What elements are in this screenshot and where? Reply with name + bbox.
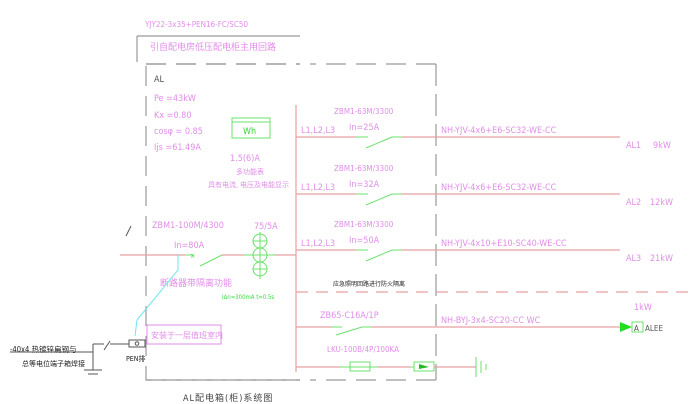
meter-label: Wh <box>243 127 256 137</box>
circuit-1-rating: In=25A <box>349 123 380 133</box>
incoming-source-note: 引自配电房低压配电柜主用回路 <box>150 41 276 53</box>
circuit-1-phases: L1,L2,L3 <box>301 126 335 136</box>
circuit-3-id: AL3 <box>626 254 641 264</box>
circuit-1-id: AL1 <box>626 141 641 151</box>
spd-circuit: LKU-100B/4P/100KA <box>296 345 487 377</box>
main-breaker-blade <box>199 254 223 267</box>
circuit-2-load: 12kW <box>650 198 673 208</box>
circuit-1-load: 9kW <box>653 141 671 151</box>
ct-ratio: 75/5A <box>254 222 278 232</box>
panel-cos: cosφ = 0.85 <box>154 127 203 137</box>
fire-isolation-note: 应急照明回路进行防火隔离 <box>333 280 405 288</box>
circuit-2-id: AL2 <box>626 198 641 208</box>
spd-fuse-icon <box>349 361 371 372</box>
circuit-3-rating: In=50A <box>349 236 380 246</box>
circuit-2: L1,L2,L3 ZBM1-63M/3300 In=32A NH-YJV-4x6… <box>296 164 673 208</box>
main-breaker-rating: In=80A <box>174 241 205 251</box>
meter-desc: 具有电流, 电压及电能显示 <box>208 180 289 189</box>
spd-model: LKU-100B/4P/100KA <box>327 345 399 354</box>
earthing: -40x4 热镀锌扁钢与 总等电位端子箱焊接 PEN排 安装于一层值班室内 <box>10 324 223 375</box>
meter-type: 多功能表 <box>236 167 264 176</box>
meter-box <box>231 117 271 139</box>
install-note: 安装于一层值班室内 <box>151 330 223 340</box>
circuit-2-phases: L1,L2,L3 <box>301 183 335 193</box>
panel-ijs: Ijs =61.49A <box>154 143 201 153</box>
panel-name: AL <box>154 75 165 85</box>
circuit-1-blade <box>365 136 393 149</box>
main-breaker-x-mark: × <box>190 252 195 260</box>
main-breaker-model: ZBM1-100M/4300 <box>152 221 224 231</box>
energy-meter: Wh <box>231 117 271 139</box>
circuit-3-blade <box>365 249 393 262</box>
emergency-id: ALEE <box>645 324 663 333</box>
circuit-3-cable: NH-YJV-4x10+E10-SC40-WE-CC <box>441 239 567 249</box>
pen-bar-icon <box>128 339 146 348</box>
earthing-line1: -40x4 热镀锌扁钢与 <box>10 344 76 354</box>
circuit-3: L1,L2,L3 ZBM1-63M/3300 In=50A NH-YJV-4x1… <box>296 220 673 264</box>
circuit-3-phases: L1,L2,L3 <box>301 239 335 249</box>
bus-entry-slash <box>125 225 132 237</box>
pen-terminal <box>134 341 140 346</box>
earthing-line2: 总等电位端子箱焊接 <box>22 359 85 368</box>
emergency-marker-box <box>631 321 644 333</box>
emergency-circuit: ZB65-C16A/1P NH-BYJ-3x4-SC20-CC WC 1kW A… <box>296 303 663 336</box>
panel-pe: Pe =43kW <box>154 94 196 104</box>
emergency-load: 1kW <box>634 303 652 313</box>
diagram-title: AL配电箱(柜)系统图 <box>183 392 273 404</box>
emergency-cable: NH-BYJ-3x4-SC20-CC WC <box>441 316 541 326</box>
rcd-setting: IΔn=300mA t=0.5s <box>222 294 274 301</box>
panel-kx: Kx =0.80 <box>154 111 191 121</box>
circuit-1-breaker: ZBM1-63M/3300 <box>334 107 394 116</box>
incoming-cable-spec: YJY22-3x35+PEN16-FC/SC50 <box>144 20 248 29</box>
meter-rating: 1.5(6)A <box>230 154 260 164</box>
cyan-control-line <box>134 255 179 337</box>
emergency-blade <box>335 326 363 336</box>
circuit-2-rating: In=32A <box>349 180 380 190</box>
main-breaker-note: 断路器带隔离功能 <box>160 277 232 289</box>
spd-arrester-arrow <box>419 364 429 369</box>
current-transformers <box>252 232 268 279</box>
earthing-switch <box>103 340 111 351</box>
circuit-2-cable: NH-YJV-4x6+E6-SC32-WE-CC <box>441 183 557 193</box>
install-note-box <box>146 324 222 345</box>
circuit-1: L1,L2,L3 ZBM1-63M/3300 In=25A NH-YJV-4x6… <box>296 107 671 151</box>
circuit-1-cable: NH-YJV-4x6+E6-SC32-WE-CC <box>441 126 557 136</box>
emergency-breaker: ZB65-C16A/1P <box>320 311 379 321</box>
circuit-3-load: 21kW <box>650 254 673 264</box>
pen-label: PEN排 <box>126 354 146 363</box>
circuit-2-breaker: ZBM1-63M/3300 <box>334 164 394 173</box>
emergency-marker: A <box>634 324 639 333</box>
enclosure-mask <box>300 60 310 384</box>
circuit-3-breaker: ZBM1-63M/3300 <box>334 220 394 229</box>
circuit-2-blade <box>365 193 393 206</box>
emergency-arrow-icon <box>620 322 632 332</box>
